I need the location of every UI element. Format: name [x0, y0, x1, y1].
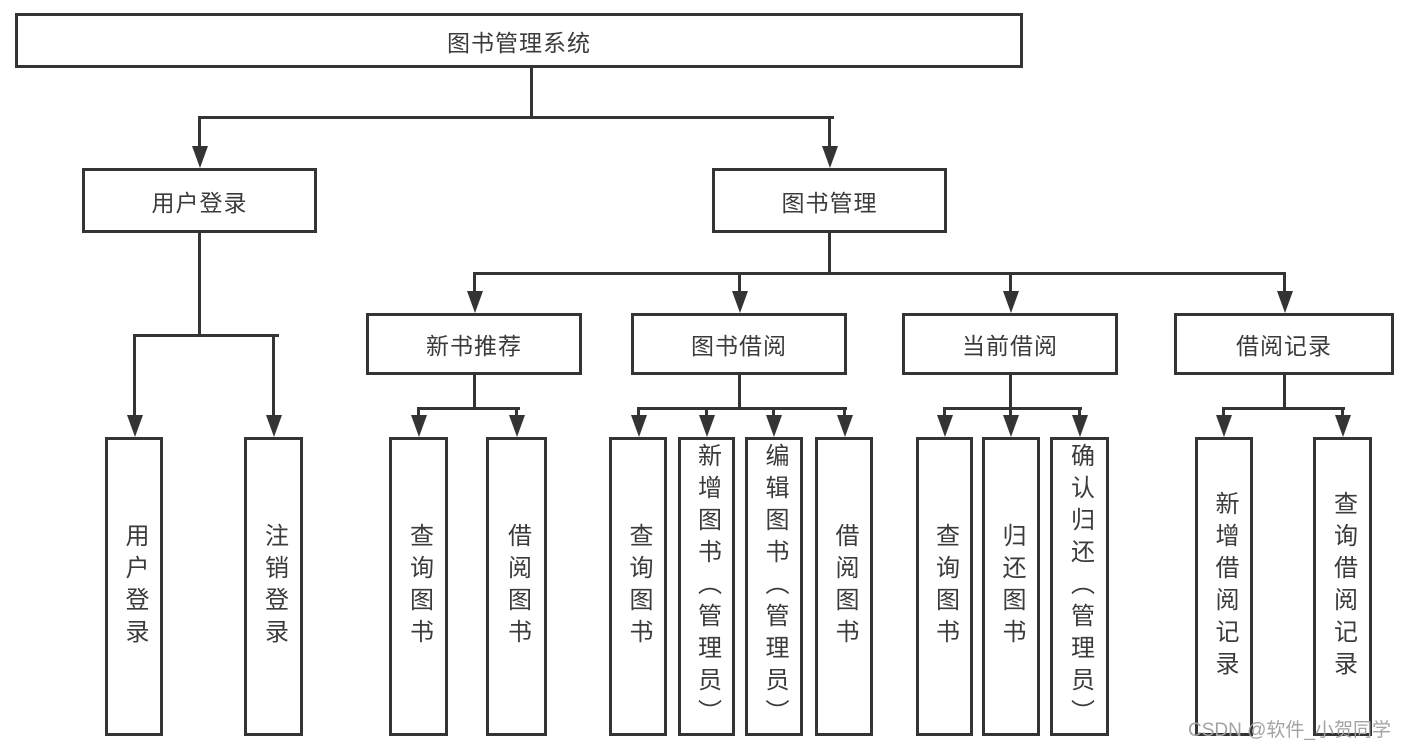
connector-line — [1222, 407, 1225, 420]
connector-line — [530, 68, 533, 118]
arrowhead-down-icon — [1003, 415, 1019, 437]
leaf-add-book-admin: 新增图书（管理员） — [678, 437, 735, 736]
node-library-system: 图书管理系统 — [15, 13, 1023, 68]
node-current-borrow: 当前借阅 — [902, 313, 1118, 375]
connector-line — [272, 334, 275, 420]
arrowhead-down-icon — [937, 415, 953, 437]
connector-line — [515, 407, 518, 420]
connector-line — [198, 233, 201, 337]
leaf-query-book-current: 查询图书 — [916, 437, 973, 736]
arrowhead-down-icon — [1072, 415, 1088, 437]
connector-line — [417, 407, 420, 420]
leaf-return-book: 归还图书 — [982, 437, 1040, 736]
connector-line — [473, 272, 476, 296]
connector-line — [473, 272, 1286, 275]
leaf-user-login: 用户登录 — [105, 437, 163, 736]
connector-line — [1078, 407, 1081, 420]
leaf-edit-book-admin: 编辑图书（管理员） — [745, 437, 803, 736]
arrowhead-down-icon — [837, 415, 853, 437]
connector-line — [828, 233, 831, 274]
arrowhead-down-icon — [192, 146, 208, 168]
connector-line — [637, 407, 847, 410]
arrowhead-down-icon — [822, 146, 838, 168]
connector-line — [843, 407, 846, 420]
connector-line — [1009, 407, 1012, 420]
node-book-borrow: 图书借阅 — [631, 313, 847, 375]
arrowhead-down-icon — [1335, 415, 1351, 437]
node-new-book-recommend: 新书推荐 — [366, 313, 582, 375]
leaf-logout: 注销登录 — [244, 437, 303, 736]
connector-line — [133, 334, 279, 337]
csdn-watermark: CSDN @软件_小贺同学 — [1188, 720, 1391, 741]
arrowhead-down-icon — [631, 415, 647, 437]
connector-line — [772, 407, 775, 420]
arrowhead-down-icon — [1003, 291, 1019, 313]
arrowhead-down-icon — [127, 415, 143, 437]
leaf-query-book-recommend: 查询图书 — [389, 437, 448, 736]
node-borrow-records: 借阅记录 — [1174, 313, 1394, 375]
connector-line — [1283, 375, 1286, 409]
connector-line — [198, 116, 201, 152]
arrowhead-down-icon — [467, 291, 483, 313]
connector-line — [1009, 375, 1012, 409]
arrowhead-down-icon — [266, 415, 282, 437]
leaf-query-book-borrow: 查询图书 — [609, 437, 667, 736]
leaf-confirm-return-admin: 确认归还（管理员） — [1050, 437, 1109, 736]
connector-line — [473, 375, 476, 409]
connector-line — [943, 407, 946, 420]
connector-line — [705, 407, 708, 420]
arrowhead-down-icon — [732, 291, 748, 313]
connector-line — [637, 407, 640, 420]
leaf-query-borrow-record: 查询借阅记录 — [1313, 437, 1372, 736]
node-user-login: 用户登录 — [82, 168, 317, 233]
connector-line — [198, 116, 834, 119]
arrowhead-down-icon — [766, 415, 782, 437]
arrowhead-down-icon — [1277, 291, 1293, 313]
connector-line — [133, 334, 136, 420]
leaf-add-borrow-record: 新增借阅记录 — [1195, 437, 1253, 736]
connector-line — [1341, 407, 1344, 420]
connector-line — [828, 116, 831, 152]
arrowhead-down-icon — [699, 415, 715, 437]
arrowhead-down-icon — [1216, 415, 1232, 437]
connector-line — [738, 375, 741, 409]
connector-line — [417, 407, 520, 410]
connector-line — [1009, 272, 1012, 296]
arrowhead-down-icon — [411, 415, 427, 437]
arrowhead-down-icon — [509, 415, 525, 437]
leaf-borrow-book: 借阅图书 — [815, 437, 873, 736]
connector-line — [1283, 272, 1286, 296]
connector-line — [1222, 407, 1345, 410]
node-book-management: 图书管理 — [712, 168, 947, 233]
connector-line — [738, 272, 741, 296]
leaf-borrow-book-recommend: 借阅图书 — [486, 437, 547, 736]
connector-line — [943, 407, 1082, 410]
